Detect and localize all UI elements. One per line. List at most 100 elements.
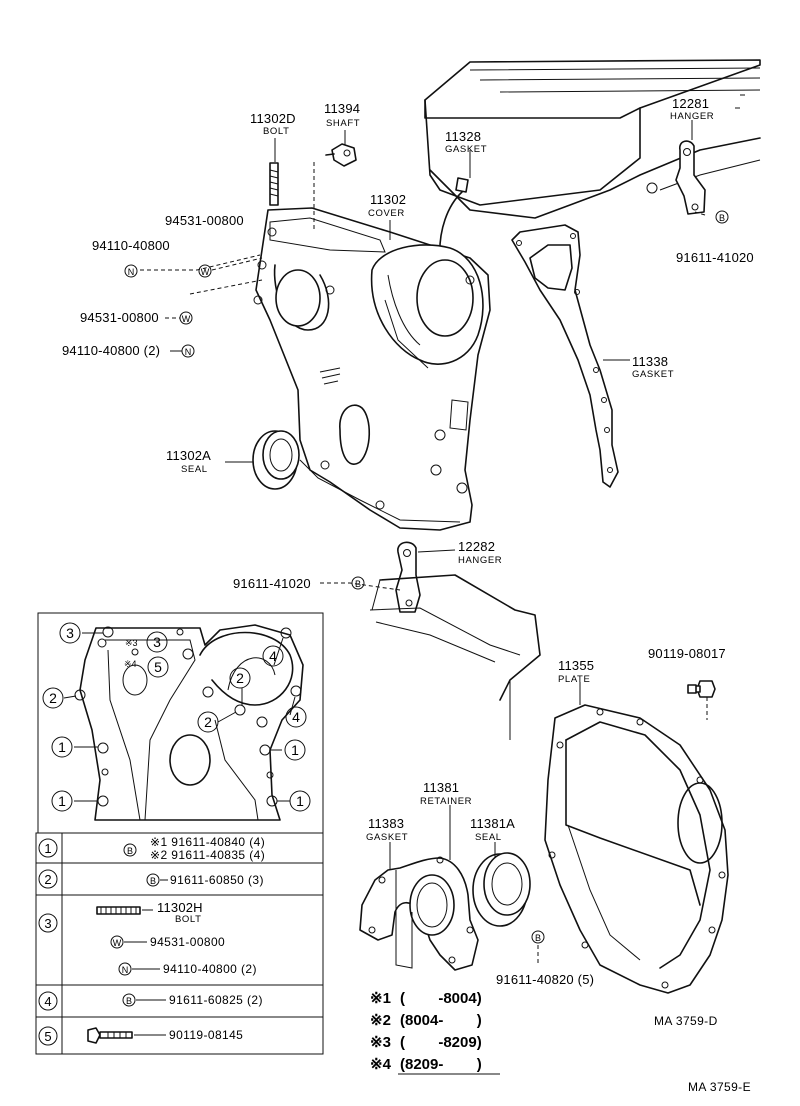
svg-text:1: 1	[291, 742, 299, 758]
date-note-3-range: ( -8209)	[400, 1034, 482, 1051]
svg-text:5: 5	[154, 659, 162, 675]
svg-text:N: N	[185, 347, 192, 357]
callout-11381-name: RETAINER	[420, 796, 472, 807]
inset-callout-1-icon: 1	[51, 790, 73, 812]
inset-callout-4-icon: 4	[262, 645, 284, 667]
symbol-W-icon: W	[179, 311, 193, 325]
callout-11302-name: COVER	[368, 208, 405, 219]
legend-row-1-number-icon: 1	[38, 838, 58, 858]
svg-text:3: 3	[44, 916, 51, 931]
callout-11355-name: PLATE	[558, 674, 590, 685]
fastener-94110-40800-a: 94110-40800	[92, 238, 170, 253]
callout-11394-number: 11394	[324, 101, 360, 116]
callout-12281-name: HANGER	[670, 111, 714, 122]
inset-callout-2-icon: 2	[197, 711, 219, 733]
bolt-11302D-illustration	[269, 162, 279, 206]
callout-12282-name: HANGER	[458, 555, 502, 566]
engine-block-illustration	[369, 574, 541, 740]
legend-table	[35, 832, 324, 1055]
callout-12282-number: 12282	[458, 539, 495, 554]
svg-text:5: 5	[44, 1029, 51, 1044]
symbol-W-icon: W	[198, 264, 212, 278]
callout-11338-name: GASKET	[632, 369, 674, 380]
symbol-N-icon: N	[181, 344, 195, 358]
svg-text:B: B	[127, 846, 133, 856]
svg-text:4: 4	[269, 648, 277, 664]
callout-11381A-number: 11381A	[470, 816, 515, 831]
svg-text:B: B	[150, 876, 156, 886]
callout-11302D-name: BOLT	[263, 126, 290, 137]
legend-row-2-number-icon: 2	[38, 869, 58, 889]
svg-text:W: W	[201, 267, 210, 277]
inset-callout-1-icon: 1	[51, 736, 73, 758]
head-cover-illustration	[424, 59, 761, 219]
callout-11302D-number: 11302D	[250, 111, 296, 126]
hanger-12281-illustration	[675, 140, 706, 215]
bolt-location-inset	[37, 612, 324, 834]
inset-callout-1-icon: 1	[289, 790, 311, 812]
legend-row-3-W-icon: W	[110, 935, 124, 949]
callout-11338-number: 11338	[632, 354, 668, 369]
date-note-4-range: (8209- )	[400, 1056, 482, 1073]
callout-11355-number: 11355	[558, 658, 594, 673]
callout-11328-name: GASKET	[445, 144, 487, 155]
svg-text:B: B	[126, 996, 132, 1006]
date-note-4-mark: ※4	[370, 1056, 392, 1073]
svg-text:N: N	[128, 267, 135, 277]
hex-bolt-icon	[87, 1027, 133, 1044]
legend-row-3-number-icon: 3	[38, 913, 58, 933]
date-note-1-mark: ※1	[370, 990, 391, 1007]
shaft-11394-illustration	[325, 143, 357, 167]
svg-text:1: 1	[44, 841, 51, 856]
date-note-2-range: (8004- )	[400, 1012, 482, 1029]
leader-lines	[140, 120, 708, 965]
symbol-N-icon: N	[124, 264, 138, 278]
fastener-91611-40820: 91611-40820 (5)	[496, 972, 594, 987]
callout-11381A-name: SEAL	[475, 832, 502, 843]
legend-row-3-N-icon: N	[118, 962, 132, 976]
fastener-94531-00800-a: 94531-00800	[165, 213, 244, 228]
inset-callout-2-icon: 2	[42, 687, 64, 709]
timing-cover-11302-illustration	[253, 207, 491, 531]
figure-code-top: MA 3759-D	[654, 1014, 718, 1028]
legend-row-4-number-icon: 4	[38, 991, 58, 1011]
legend-row-4-line1: 91611-60825 (2)	[169, 993, 263, 1007]
svg-text:W: W	[113, 938, 122, 948]
retainer-11381-illustration	[359, 856, 479, 971]
legend-row-1-line1: ※1 91611-40840 (4)	[150, 835, 265, 849]
date-note-1-range: ( -8004)	[400, 990, 482, 1007]
date-note-3-mark: ※3	[370, 1034, 391, 1051]
inset-callout-2-icon: 2	[229, 667, 251, 689]
inset-callout-4-icon: 4	[285, 706, 307, 728]
fastener-91611-41020-b: 91611-41020	[233, 576, 311, 591]
svg-text:2: 2	[204, 714, 212, 730]
symbol-B-icon: B	[531, 930, 545, 944]
legend-row-3-bolt-number: 11302H	[157, 900, 203, 915]
svg-text:1: 1	[296, 793, 304, 809]
svg-text:W: W	[182, 314, 191, 324]
svg-text:1: 1	[58, 793, 66, 809]
legend-row-1-line2: ※2 91611-40835 (4)	[150, 848, 265, 862]
callout-11383-name: GASKET	[366, 832, 408, 843]
svg-text:4: 4	[292, 709, 300, 725]
fastener-94110-40800-b: 94110-40800 (2)	[62, 343, 160, 358]
date-notes: ※1 ( -8004) ※2 (8004- ) ※3 ( -8209) ※4 (…	[370, 990, 500, 1075]
svg-text:4: 4	[44, 994, 51, 1009]
inset-note-mark4: ※4	[124, 659, 137, 669]
legend-row-3-w-part: 94531-00800	[150, 935, 225, 949]
svg-text:1: 1	[58, 739, 66, 755]
seal-11381A-illustration	[472, 852, 531, 927]
fastener-94531-00800-b: 94531-00800	[80, 310, 159, 325]
stud-bolt-icon	[96, 906, 141, 915]
svg-text:B: B	[719, 213, 725, 223]
svg-text:3: 3	[66, 625, 74, 641]
inset-callout-1-icon: 1	[284, 739, 306, 761]
fastener-90119-08017: 90119-08017	[648, 646, 726, 661]
plate-11355-illustration	[544, 704, 729, 994]
legend-row-2-line1: 91611-60850 (3)	[170, 873, 264, 887]
inset-callout-3-icon: 3	[59, 622, 81, 644]
svg-text:2: 2	[236, 670, 244, 686]
callout-11302-number: 11302	[370, 192, 406, 207]
symbol-B-icon: B	[715, 210, 729, 224]
callout-11383-number: 11383	[368, 816, 404, 831]
